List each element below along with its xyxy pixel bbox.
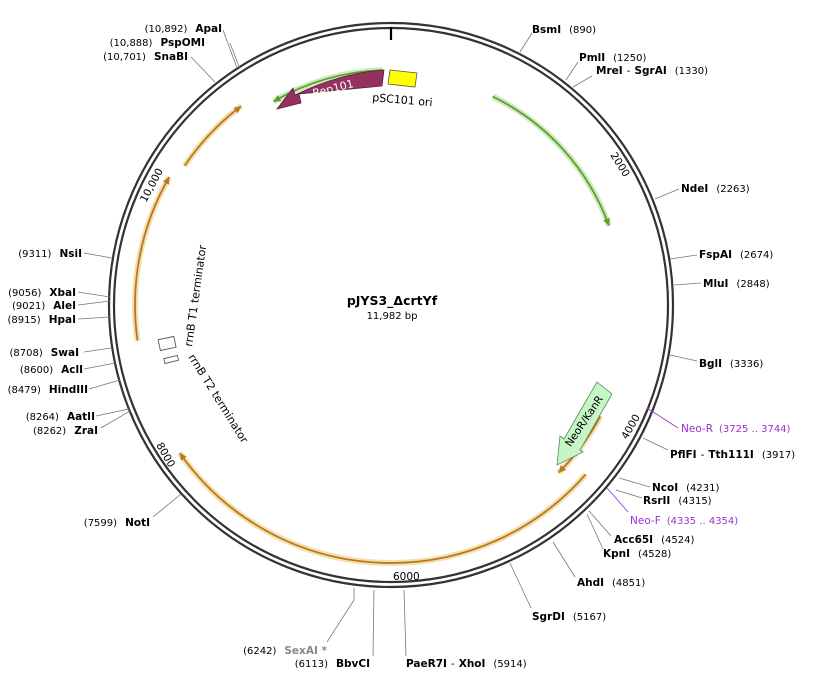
site-fspai[interactable]: FspAI(2674)	[699, 249, 773, 261]
svg-text:PflFI-Tth111I(3917): PflFI-Tth111I(3917)	[670, 449, 795, 461]
site-zrai[interactable]: (8262)ZraI	[33, 425, 98, 437]
svg-text:MluI(2848): MluI(2848)	[703, 278, 770, 290]
site-nsii[interactable]: (9311)NsiI	[18, 248, 82, 260]
svg-text:Acc65I(4524): Acc65I(4524)	[614, 534, 694, 546]
site-bbvci[interactable]: (6113)BbvCI	[295, 658, 370, 670]
plasmid-name: pJYS3_ΔcrtYf	[347, 293, 438, 309]
svg-text:(10,701)SnaBI: (10,701)SnaBI	[103, 51, 188, 63]
svg-text:(8708)SwaI: (8708)SwaI	[9, 347, 79, 359]
site-ncoi[interactable]: NcoI(4231)	[652, 482, 719, 494]
svg-text:NdeI(2263): NdeI(2263)	[681, 183, 750, 195]
site-ahdi[interactable]: AhdI(4851)	[577, 577, 645, 589]
orf-arc-left-arrowhead	[162, 177, 170, 185]
psc101-ori-feature[interactable]	[387, 69, 418, 88]
svg-text:Neo-F(4335 .. 4354): Neo-F(4335 .. 4354)	[630, 515, 738, 527]
site-snabi[interactable]: (10,701)SnaBI	[103, 51, 188, 63]
site-noti[interactable]: (7599)NotI	[84, 517, 150, 529]
site-acc65i[interactable]: Acc65I(4524)	[614, 534, 694, 546]
svg-text:(8264)AatII: (8264)AatII	[26, 411, 95, 423]
svg-text:SgrDI(5167): SgrDI(5167)	[532, 611, 606, 623]
site-bgli[interactable]: BglI(3336)	[699, 358, 763, 370]
svg-text:AhdI(4851): AhdI(4851)	[577, 577, 645, 589]
svg-text:(7599)NotI: (7599)NotI	[84, 517, 150, 529]
psc101-ori-label: pSC101 ori	[372, 91, 433, 109]
rrnb-t2-label: rrnB T2 terminator	[185, 352, 251, 446]
svg-text:(10,892)ApaI: (10,892)ApaI	[145, 23, 222, 35]
orf-arc-neokanr-arrowhead	[558, 465, 566, 473]
svg-text:NcoI(4231): NcoI(4231)	[652, 482, 719, 494]
svg-text:FspAI(2674): FspAI(2674)	[699, 249, 773, 261]
site-swai[interactable]: (8708)SwaI	[9, 347, 79, 359]
svg-text:(9021)AleI: (9021)AleI	[12, 300, 76, 312]
site-kpni[interactable]: KpnI(4528)	[603, 548, 671, 560]
orf-arc-bottom-arrowhead	[179, 453, 187, 461]
svg-text:(9311)NsiI: (9311)NsiI	[18, 248, 82, 260]
orf-arc-upper-left-glow	[182, 103, 243, 168]
site-paer7i-xhoi[interactable]: PaeR7I-XhoI(5914)	[406, 658, 527, 670]
svg-text:MreI-SgrAI(1330): MreI-SgrAI(1330)	[596, 65, 708, 77]
svg-text:(10,888)PspOMI: (10,888)PspOMI	[110, 37, 205, 49]
orf-arc-left-glow	[132, 175, 172, 342]
leader-lines	[77, 29, 702, 657]
site-sgrdi[interactable]: SgrDI(5167)	[532, 611, 606, 623]
svg-text:(8600)AclI: (8600)AclI	[20, 364, 83, 376]
svg-text:BsmI(890): BsmI(890)	[532, 24, 596, 36]
site-alei[interactable]: (9021)AleI	[12, 300, 76, 312]
orf-arc-upper-right	[492, 95, 610, 227]
svg-text:PaeR7I-XhoI(5914): PaeR7I-XhoI(5914)	[406, 658, 527, 670]
plasmid-length: 11,982 bp	[367, 311, 418, 322]
site-sexai[interactable]: (6242)SexAI *	[243, 645, 327, 657]
svg-text:PmlI(1250): PmlI(1250)	[579, 52, 647, 64]
site-hindiii[interactable]: (8479)HindIII	[8, 384, 88, 396]
orf-arc-bottom	[178, 452, 587, 564]
primer-neo-f[interactable]: Neo-F(4335 .. 4354)	[630, 515, 738, 527]
svg-text:KpnI(4528): KpnI(4528)	[603, 548, 671, 560]
site-pflfi-tth111i[interactable]: PflFI-Tth111I(3917)	[670, 449, 795, 461]
orf-arc-rep101-arrowhead	[273, 95, 282, 102]
svg-text:(6113)BbvCI: (6113)BbvCI	[295, 658, 370, 670]
primer-neo-r[interactable]: Neo-R(3725 .. 3744)	[681, 423, 791, 435]
site-pmli[interactable]: PmlI(1250)	[579, 52, 647, 64]
site-bsmi[interactable]: BsmI(890)	[532, 24, 596, 36]
plasmid-backbone	[107, 21, 675, 589]
site-xbai[interactable]: (9056)XbaI	[8, 287, 76, 299]
orf-arc-upper-right-arrowhead	[603, 217, 610, 226]
site-ndei[interactable]: NdeI(2263)	[681, 183, 750, 195]
orf-arc-upper-left-arrowhead	[233, 106, 242, 114]
site-rsrii[interactable]: RsrII(4315)	[643, 495, 712, 507]
site-mrei-sgrai[interactable]: MreI-SgrAI(1330)	[596, 65, 708, 77]
rrnb-t2-terminator[interactable]	[163, 354, 180, 365]
orf-arc-left	[134, 176, 171, 341]
tick-6000: 6000	[393, 571, 420, 583]
svg-text:(9056)XbaI: (9056)XbaI	[8, 287, 76, 299]
rrnb-t1-terminator[interactable]	[157, 335, 177, 352]
svg-text:(8262)ZraI: (8262)ZraI	[33, 425, 98, 437]
rrnb-t1-label: rrnB T1 terminator	[182, 244, 209, 348]
site-aatii[interactable]: (8264)AatII	[26, 411, 95, 423]
svg-text:BglI(3336): BglI(3336)	[699, 358, 763, 370]
svg-text:Neo-R(3725 .. 3744): Neo-R(3725 .. 3744)	[681, 423, 791, 435]
svg-text:RsrII(4315): RsrII(4315)	[643, 495, 712, 507]
site-hpai[interactable]: (8915)HpaI	[7, 314, 76, 326]
svg-text:(8915)HpaI: (8915)HpaI	[7, 314, 76, 326]
tick-2000: 2000	[607, 150, 631, 179]
site-mlui[interactable]: MluI(2848)	[703, 278, 770, 290]
site-apai[interactable]: (10,892)ApaI	[145, 23, 222, 35]
site-pspomi[interactable]: (10,888)PspOMI	[110, 37, 205, 49]
svg-text:(6242)SexAI *: (6242)SexAI *	[243, 645, 327, 657]
svg-text:(8479)HindIII: (8479)HindIII	[8, 384, 88, 396]
neokanr-feature[interactable]: NeoR/KanR	[556, 381, 613, 466]
site-acli[interactable]: (8600)AclI	[20, 364, 83, 376]
orf-arc-upper-right-glow	[491, 93, 612, 227]
